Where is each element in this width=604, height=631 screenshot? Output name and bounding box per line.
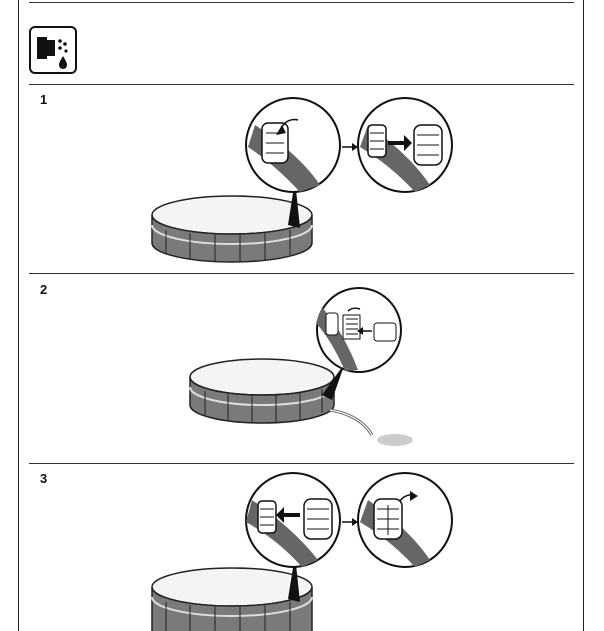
step-3-illustration: [0, 465, 604, 631]
step-2-illustration: [0, 275, 604, 465]
zoom-circle-insert-cap: [246, 473, 340, 567]
top-rule: [29, 2, 574, 3]
pool-illustration: [190, 359, 413, 446]
zoom-circle-connect-hose: [316, 288, 401, 372]
zoom-circle-tighten-cap: [358, 473, 452, 567]
drain-water-icon: [29, 26, 77, 74]
section-divider: [29, 273, 574, 274]
zoom-circle-unscrew: [246, 98, 340, 192]
zoom-circle-remove-cap: [358, 98, 452, 192]
section-divider: [29, 463, 574, 464]
step-1-illustration: [0, 85, 604, 275]
